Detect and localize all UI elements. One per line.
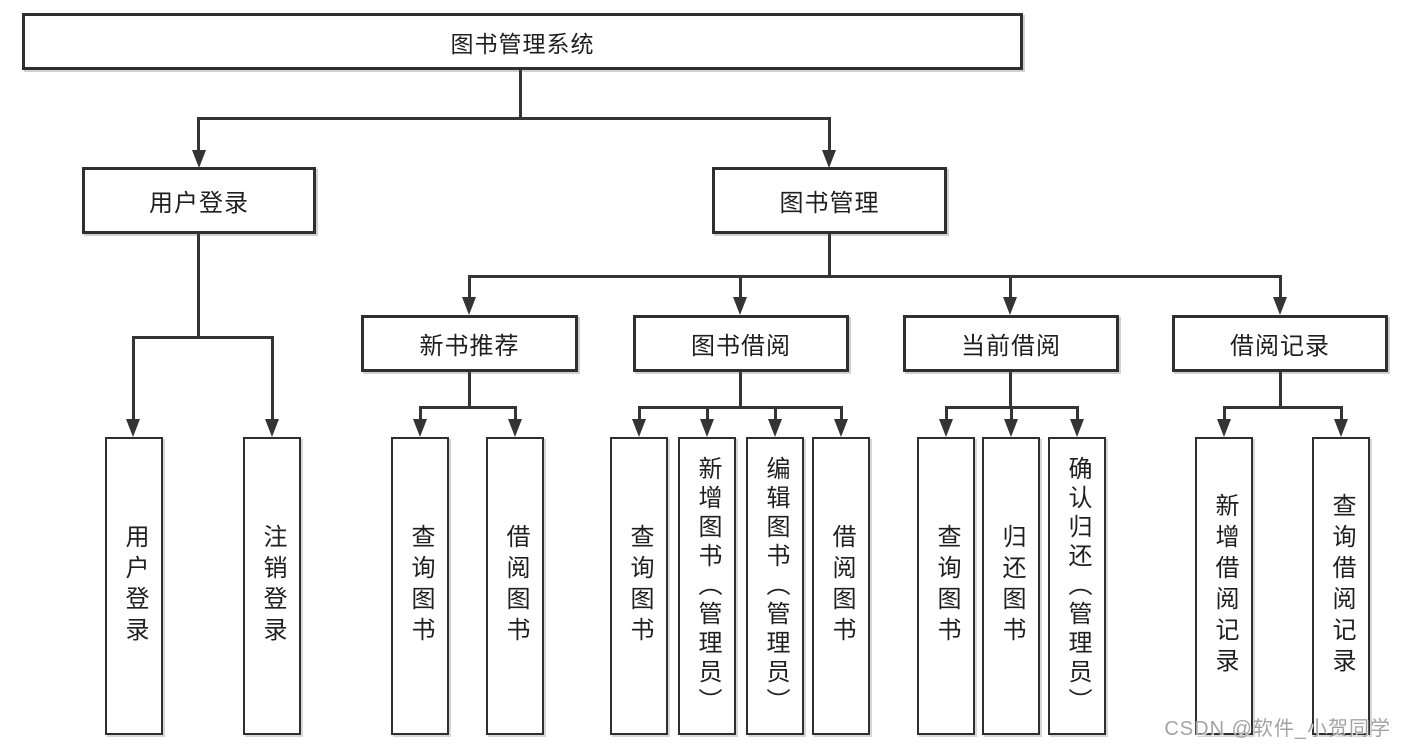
leaf-add-borrow-record: 新增借阅记录 — [1195, 437, 1253, 735]
arrow-down-icon — [265, 419, 279, 437]
leaf-logout: 注销登录 — [243, 437, 301, 735]
node-label: 图书管理 — [779, 190, 880, 217]
arrow-down-icon — [1334, 419, 1348, 437]
arrow-down-icon — [192, 150, 206, 168]
connector-leaf-drop — [945, 406, 948, 421]
arrow-down-icon — [834, 419, 848, 437]
connector-login-branch — [132, 336, 274, 339]
node-label: 图书借阅 — [691, 333, 791, 360]
connector-leaf-drop — [774, 406, 777, 421]
leaf-label: 确认归还（管理员） — [1064, 455, 1091, 717]
arrow-down-icon — [126, 419, 140, 437]
leaf-label: 新增图书（管理员） — [694, 455, 721, 717]
arrow-down-icon — [1273, 297, 1287, 315]
connector-recommend-drop — [468, 275, 471, 300]
arrow-down-icon — [462, 297, 476, 315]
leaf-label: 查询图书 — [933, 524, 960, 648]
connector-borrow-drop — [739, 275, 742, 300]
connector-leaf-drop — [706, 406, 709, 421]
arrow-down-icon — [1217, 419, 1231, 437]
connector-recommend-branch — [419, 406, 517, 409]
node-label: 用户登录 — [149, 190, 249, 217]
connector-user-login-drop — [197, 117, 200, 151]
connector-leaf-drop — [1340, 406, 1343, 421]
arrow-down-icon — [822, 150, 836, 168]
arrow-down-icon — [733, 297, 747, 315]
node-label: 借阅记录 — [1230, 333, 1330, 360]
connector-level3-branch — [468, 275, 1282, 278]
connector-recommend-stem — [468, 372, 471, 409]
connector-book-mgmt-drop — [828, 117, 831, 151]
arrow-down-icon — [413, 419, 427, 437]
connector-leaf-drop — [638, 406, 641, 421]
leaf-label: 查询借阅记录 — [1328, 493, 1355, 679]
connector-records-branch — [1223, 406, 1343, 409]
arrow-down-icon — [700, 419, 714, 437]
connector-leaf-drop — [840, 406, 843, 421]
connector-level2-branch — [197, 117, 831, 120]
leaf-label: 注销登录 — [259, 524, 286, 648]
leaf-label: 查询图书 — [407, 524, 434, 648]
arrow-down-icon — [508, 419, 522, 437]
connector-records-drop — [1279, 275, 1282, 300]
watermark-text: CSDN @软件_小贺同学 — [1164, 718, 1391, 740]
leaf-user-login: 用户登录 — [105, 437, 163, 735]
connector-login-leaf2-drop — [271, 336, 274, 420]
connector-borrow-branch — [638, 406, 843, 409]
leaf-return-books: 归还图书 — [982, 437, 1040, 735]
arrow-down-icon — [1004, 419, 1018, 437]
connector-leaf-drop — [514, 406, 517, 421]
node-label: 图书管理系统 — [450, 30, 595, 57]
node-new-book-recommendation: 新书推荐 — [361, 315, 578, 372]
connector-borrow-stem — [739, 372, 742, 409]
connector-leaf-drop — [1076, 406, 1079, 421]
leaf-edit-books-admin: 编辑图书（管理员） — [746, 437, 804, 735]
connector-current-stem — [1009, 372, 1012, 409]
leaf-label: 新增借阅记录 — [1211, 493, 1238, 679]
connector-current-drop — [1009, 275, 1012, 300]
leaf-label: 借阅图书 — [828, 524, 855, 648]
leaf-query-books-borrow: 查询图书 — [610, 437, 668, 735]
node-borrowing-records: 借阅记录 — [1172, 315, 1388, 372]
node-book-management: 图书管理 — [712, 167, 947, 234]
connector-root-stem — [519, 69, 522, 119]
leaf-label: 用户登录 — [121, 524, 148, 648]
connector-leaf-drop — [419, 406, 422, 421]
arrow-down-icon — [939, 419, 953, 437]
arrow-down-icon — [768, 419, 782, 437]
leaf-label: 查询图书 — [626, 524, 653, 648]
connector-login-leaf1-drop — [132, 336, 135, 420]
node-book-borrowing: 图书借阅 — [633, 315, 849, 372]
node-label: 当前借阅 — [961, 333, 1061, 360]
connector-login-stem — [197, 233, 200, 339]
leaf-label: 借阅图书 — [502, 524, 529, 648]
connector-records-stem — [1279, 372, 1282, 409]
node-library-management-system: 图书管理系统 — [22, 13, 1023, 70]
leaf-add-books-admin: 新增图书（管理员） — [678, 437, 736, 735]
node-user-login: 用户登录 — [82, 167, 316, 234]
leaf-borrow-books: 借阅图书 — [812, 437, 870, 735]
leaf-borrow-books-recommend: 借阅图书 — [486, 437, 544, 735]
leaf-query-books-recommend: 查询图书 — [391, 437, 449, 735]
leaf-query-borrow-record: 查询借阅记录 — [1312, 437, 1370, 735]
connector-book-mgmt-stem — [828, 233, 831, 278]
connector-leaf-drop — [1010, 406, 1013, 421]
leaf-label: 归还图书 — [998, 524, 1025, 648]
leaf-query-books-current: 查询图书 — [917, 437, 975, 735]
leaf-label: 编辑图书（管理员） — [762, 455, 789, 717]
arrow-down-icon — [632, 419, 646, 437]
node-label: 新书推荐 — [419, 333, 520, 360]
arrow-down-icon — [1070, 419, 1084, 437]
leaf-confirm-return-admin: 确认归还（管理员） — [1048, 437, 1106, 735]
arrow-down-icon — [1003, 297, 1017, 315]
connector-leaf-drop — [1223, 406, 1226, 421]
node-current-borrowing: 当前借阅 — [903, 315, 1119, 372]
